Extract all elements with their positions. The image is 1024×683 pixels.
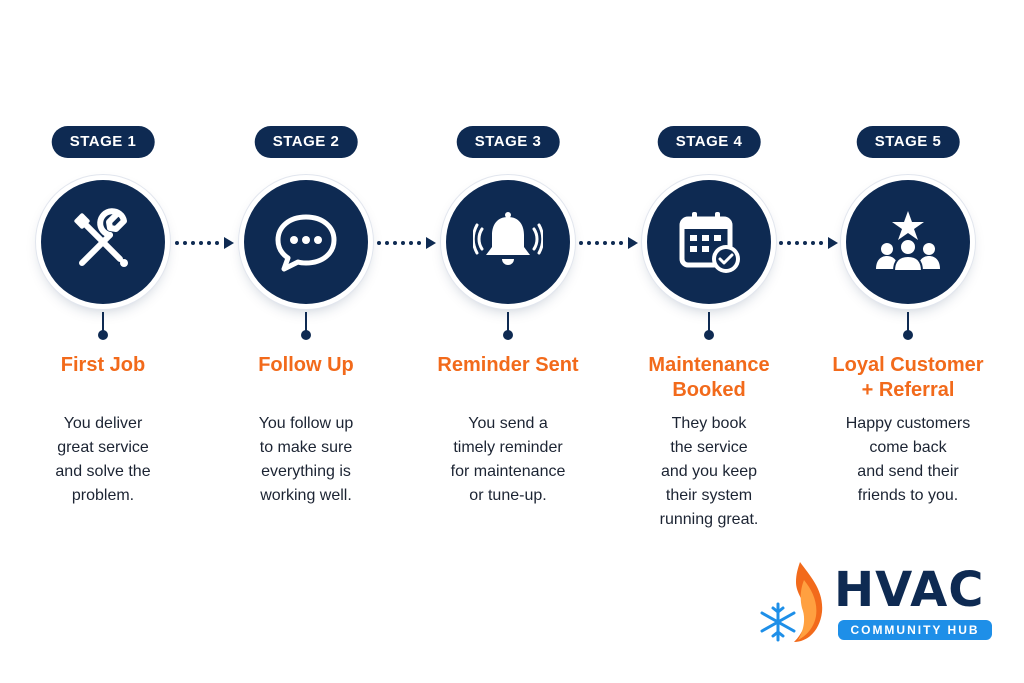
- star-people-icon: [876, 211, 940, 272]
- chat-bubble-icon: [275, 214, 337, 272]
- bell-icon: [473, 212, 543, 265]
- stage-1: STAGE 1 First Job You deliver great serv…: [13, 0, 193, 560]
- stage-title: First Job: [60, 354, 146, 376]
- timeline-stem: [507, 312, 509, 334]
- stage-title: Loyal Customer + Referral: [832, 354, 984, 401]
- stage-title: Reminder Sent: [437, 354, 579, 376]
- stage-icon-circle: [41, 180, 165, 304]
- timeline-stem: [305, 312, 307, 334]
- stage-3: STAGE 3 Reminder Sent You send a timely …: [418, 0, 598, 560]
- timeline-dot: [903, 330, 913, 340]
- stage-badge: STAGE 3: [456, 126, 560, 158]
- connector-arrow-1: [175, 237, 234, 249]
- logo-subtitle: COMMUNITY HUB: [838, 620, 992, 640]
- stage-icon-circle: [446, 180, 570, 304]
- stage-description: Happy customers come back and send their…: [845, 415, 971, 504]
- stage-4: STAGE 4 Maintenance Booked They book the…: [619, 0, 799, 560]
- stage-title: Follow Up: [258, 354, 354, 376]
- stage-badge: STAGE 5: [856, 126, 960, 158]
- timeline-stem: [907, 312, 909, 334]
- connector-arrow-4: [779, 237, 838, 249]
- stage-5: STAGE 5 Loyal Customer + Referral Happy …: [818, 0, 998, 560]
- timeline-dot: [98, 330, 108, 340]
- stage-description: You send a timely reminder for maintenan…: [450, 415, 566, 504]
- timeline-stem: [708, 312, 710, 334]
- stage-icon-circle: [244, 180, 368, 304]
- timeline-dot: [704, 330, 714, 340]
- timeline-dot: [503, 330, 513, 340]
- stage-description: They book the service and you keep their…: [659, 415, 759, 528]
- calendar-check-icon: [679, 212, 740, 273]
- stage-icon-circle: [647, 180, 771, 304]
- connector-arrow-3: [579, 237, 638, 249]
- stage-badge: STAGE 4: [657, 126, 761, 158]
- logo-wordmark: HVAC: [834, 562, 985, 618]
- timeline-stem: [102, 312, 104, 334]
- stage-badge: STAGE 2: [254, 126, 358, 158]
- flame-snowflake-icon: [760, 562, 823, 642]
- wrench-screwdriver-icon: [74, 208, 128, 267]
- stage-title: Maintenance Booked: [648, 354, 770, 401]
- stage-description: You deliver great service and solve the …: [55, 415, 151, 504]
- stage-badge: STAGE 1: [51, 126, 155, 158]
- timeline-dot: [301, 330, 311, 340]
- connector-arrow-2: [377, 237, 436, 249]
- hvac-community-hub-logo: HVAC COMMUNITY HUB: [760, 560, 1000, 650]
- stage-description: You follow up to make sure everything is…: [258, 415, 354, 504]
- stage-icon-circle: [846, 180, 970, 304]
- stage-2: STAGE 2 Follow Up You follow up to make …: [216, 0, 396, 560]
